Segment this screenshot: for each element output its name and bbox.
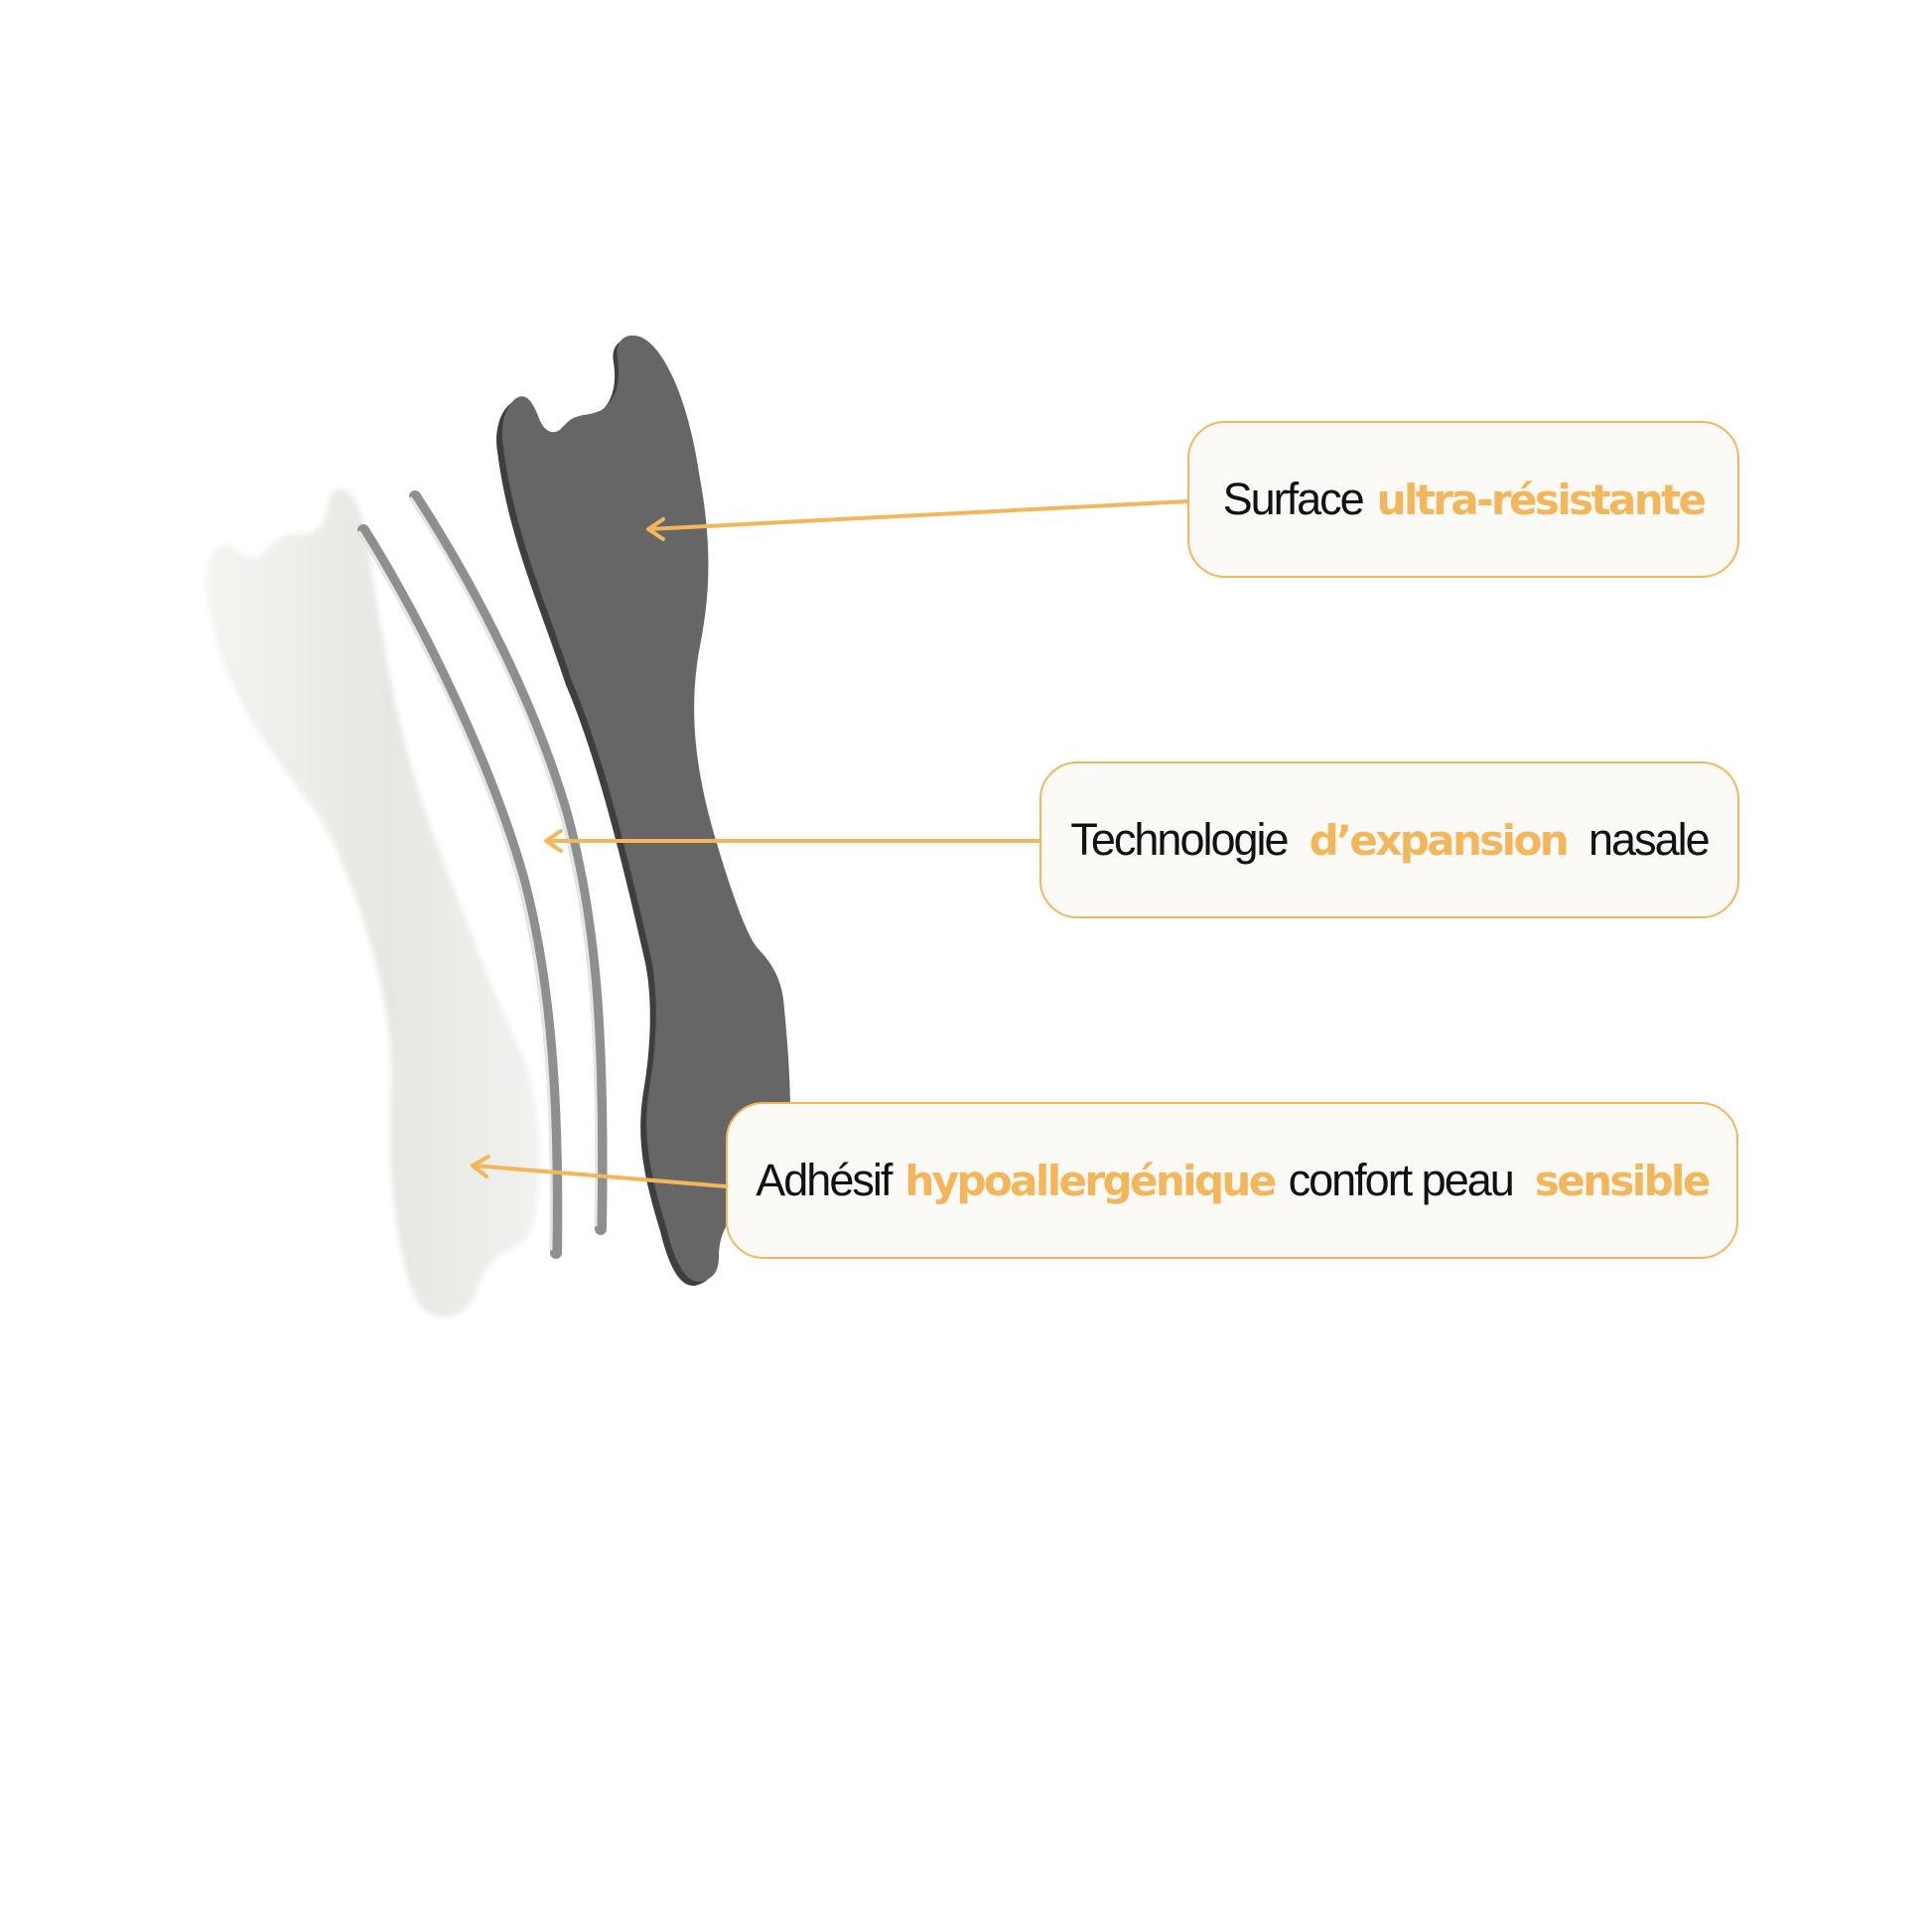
top-surface-layer [501,335,791,1283]
spring-band-inner [357,524,563,1259]
spring-band-outer-highlight [409,496,599,1227]
callout-adhesive-text: Adhésif [756,1155,893,1205]
callout-expansion-highlight: d’expansion [1309,815,1570,865]
callout-surface-text: Surface [1222,474,1365,524]
callout-expansion-text: Technologie [1070,814,1289,865]
callout-surface-highlight: ultra-résistante [1376,475,1707,524]
callout-expansion-text-end: nasale [1588,814,1711,865]
spring-band-inner-highlight [357,530,553,1251]
spring-band-outer [409,490,608,1235]
leader-arrow-1 [646,499,1189,541]
leader-arrow-3 [471,1155,728,1188]
callout-expansion: Technologie d’expansion nasale [1039,761,1739,918]
callout-adhesive-text-mid: confort peau [1288,1155,1515,1205]
adhesive-pad-layer [206,488,540,1317]
leader-arrow-2 [544,829,1041,853]
callout-adhesive-highlight-end: sensible [1534,1156,1712,1205]
callout-adhesive-highlight: hypoallergénique [904,1156,1277,1205]
